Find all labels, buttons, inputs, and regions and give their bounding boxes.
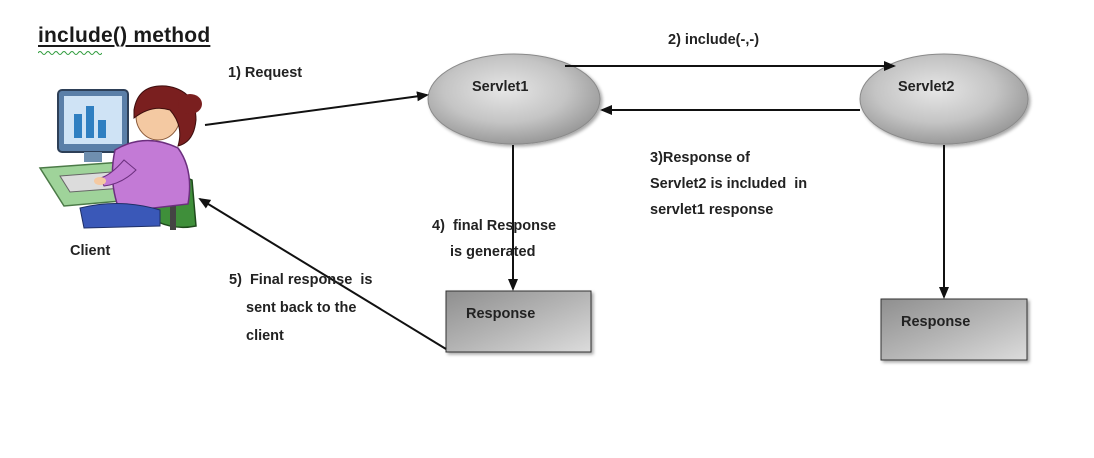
step3-line1: 3)Response of (650, 150, 750, 166)
step4-line1: 4) final Response (432, 218, 557, 234)
response2-label: Response (901, 314, 971, 330)
step3-line3: servlet1 response (650, 202, 774, 218)
step2-include-label: 2) include(-,-) (668, 32, 760, 48)
arrow-request (204, 91, 429, 126)
step4-line2: is generated (450, 244, 536, 260)
step3-line2: Servlet2 is included in (650, 176, 808, 192)
step5-line3: client (246, 328, 284, 344)
servlet2-label: Servlet2 (898, 79, 955, 95)
step5-line1: 5) Final response is (229, 272, 373, 288)
client-label: Client (70, 243, 111, 259)
response-box-servlet1 (445, 290, 592, 353)
person-at-computer-icon (38, 85, 202, 230)
servlet2-node (859, 53, 1029, 145)
arrow-sent-back (198, 197, 447, 350)
diagram-title: include() method (38, 24, 211, 47)
servlet1-label: Servlet1 (472, 79, 529, 95)
response-box-servlet2 (880, 298, 1028, 361)
step5-line2: sent back to the (246, 300, 357, 316)
servlet1-node (427, 53, 601, 145)
step1-request-label: 1) Request (228, 65, 303, 81)
response1-label: Response (466, 306, 536, 322)
spellcheck-underline (38, 51, 102, 55)
